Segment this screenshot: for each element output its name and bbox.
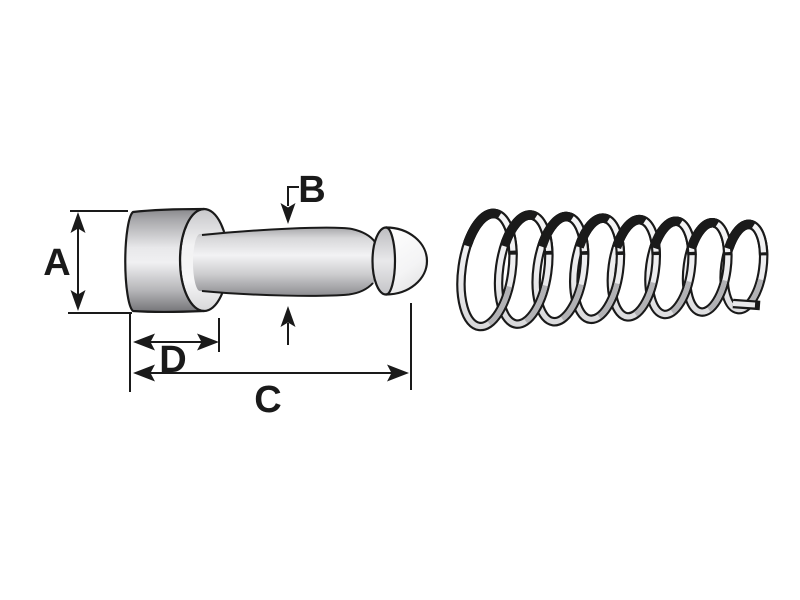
arrowhead-right	[387, 364, 409, 382]
pin-shaft-top-edge	[201, 226, 376, 243]
arrowhead-up	[70, 212, 86, 233]
spring-coil-segment	[569, 213, 626, 325]
spring-coil-segment	[606, 214, 661, 322]
spring-illustration	[456, 208, 769, 332]
dimension-label-a: A	[43, 242, 70, 284]
arrowhead-right	[197, 333, 219, 351]
arrowhead-down	[70, 290, 86, 311]
arrowhead-up	[280, 306, 296, 327]
spring-coil-segment	[644, 216, 697, 320]
spring-coil-segment	[531, 211, 590, 327]
spring-coil-segment	[493, 210, 554, 329]
dimension-c: C	[133, 303, 412, 421]
dimension-b: B	[280, 169, 326, 345]
dimension-d: D	[129, 313, 220, 392]
pin-head	[124, 207, 206, 314]
arrowhead-down	[280, 203, 296, 224]
spring-coil-segment	[681, 218, 733, 317]
dimension-label-d: D	[159, 339, 186, 381]
arrowhead-left	[133, 364, 155, 382]
clevis-pin-illustration	[124, 207, 429, 314]
spring-coil-segment	[456, 208, 518, 332]
pin-shaft	[193, 227, 374, 296]
arrowhead-left	[133, 333, 155, 351]
dimension-label-c: C	[254, 379, 281, 421]
dimension-label-b: B	[298, 169, 325, 211]
pin-shaft-bottom-edge	[201, 282, 374, 297]
leader-line	[287, 186, 299, 206]
dimension-a: A	[43, 210, 132, 314]
spring-coil-segment	[719, 219, 769, 315]
pin-ball-end	[384, 226, 429, 296]
spring-wire-end	[732, 301, 756, 308]
